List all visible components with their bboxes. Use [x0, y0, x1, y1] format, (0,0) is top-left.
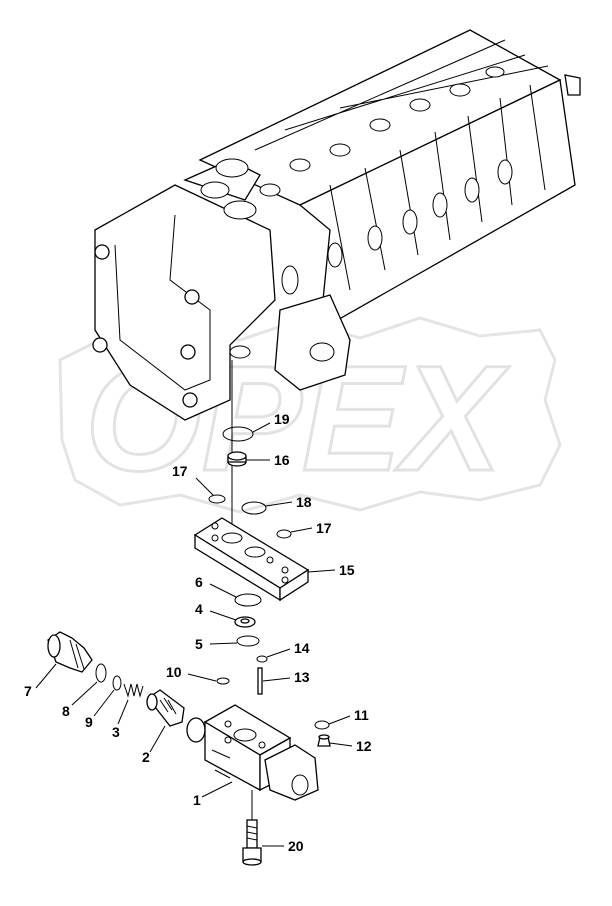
callout-10: 10 — [166, 664, 182, 680]
side-port — [327, 242, 343, 268]
callout-16: 16 — [274, 452, 290, 468]
valve-body-1 — [186, 704, 319, 801]
o-ring-10 — [216, 677, 230, 685]
spool-2 — [146, 689, 185, 727]
pin-13 — [257, 667, 263, 695]
callout-20: 20 — [288, 838, 304, 854]
callout-5: 5 — [195, 636, 203, 652]
callout-19: 19 — [274, 411, 290, 427]
leader-lines — [35, 422, 353, 847]
end-cover-left — [94, 184, 276, 421]
callout-6: 6 — [195, 574, 203, 590]
port-hole — [329, 143, 351, 157]
side-port — [281, 265, 299, 295]
callout-11: 11 — [354, 707, 369, 723]
o-ring-17-right — [276, 529, 292, 539]
callout-12: 12 — [356, 738, 372, 754]
port-hole — [369, 118, 391, 132]
callout-8: 8 — [62, 703, 70, 719]
callout-15: 15 — [339, 562, 355, 578]
callout-13: 13 — [294, 669, 310, 685]
callout-18: 18 — [296, 494, 312, 510]
plug-7 — [47, 631, 93, 673]
callout-3: 3 — [112, 724, 120, 740]
cap-12 — [317, 734, 331, 747]
callout-labels: 19 16 17 18 17 15 6 4 5 14 13 10 11 12 7… — [24, 411, 372, 854]
section-dividers — [329, 84, 546, 291]
section-top-lines — [254, 39, 549, 151]
plate-15 — [193, 517, 310, 602]
bolt-head — [182, 392, 198, 408]
callout-14: 14 — [294, 640, 310, 656]
o-ring-14 — [256, 655, 268, 663]
bolt-head — [184, 289, 200, 305]
callout-1: 1 — [193, 792, 201, 808]
collar-16 — [227, 451, 247, 467]
callout-7: 7 — [24, 683, 32, 699]
ring-9 — [112, 675, 122, 691]
port-hole — [409, 98, 431, 112]
callout-17-left: 17 — [172, 463, 188, 479]
port-hole — [289, 158, 311, 172]
end-cover-detail — [114, 214, 211, 391]
o-ring-5 — [236, 635, 260, 647]
washer-4 — [234, 616, 256, 628]
o-ring-19 — [222, 426, 254, 442]
lower-port — [309, 342, 335, 362]
lower-port-block — [274, 294, 351, 391]
o-ring-6 — [234, 593, 262, 607]
port-hole — [485, 66, 505, 78]
bolt-head — [92, 337, 108, 353]
o-ring-11 — [314, 720, 330, 730]
o-ring-17-left — [208, 494, 226, 504]
side-port — [497, 159, 513, 185]
callout-2: 2 — [142, 749, 150, 765]
callout-9: 9 — [85, 714, 93, 730]
side-port — [464, 177, 480, 203]
spring-3 — [123, 683, 144, 698]
port-hole — [449, 83, 471, 97]
bolt-head — [94, 244, 110, 260]
bolt-20 — [242, 790, 262, 866]
side-port — [432, 192, 448, 218]
callout-4: 4 — [195, 601, 203, 617]
o-ring-18 — [241, 501, 267, 515]
end-fitting — [564, 74, 581, 96]
port-hole — [229, 345, 251, 359]
top-port — [215, 158, 249, 178]
port-hole — [200, 181, 230, 199]
side-port — [402, 209, 418, 235]
side-port — [367, 225, 383, 251]
port-hole — [259, 183, 281, 197]
bolt-head — [180, 344, 196, 360]
main-valve-assembly — [92, 29, 581, 421]
callout-17-right: 17 — [316, 520, 332, 536]
port-hole — [223, 200, 257, 220]
o-ring-8 — [95, 663, 107, 683]
